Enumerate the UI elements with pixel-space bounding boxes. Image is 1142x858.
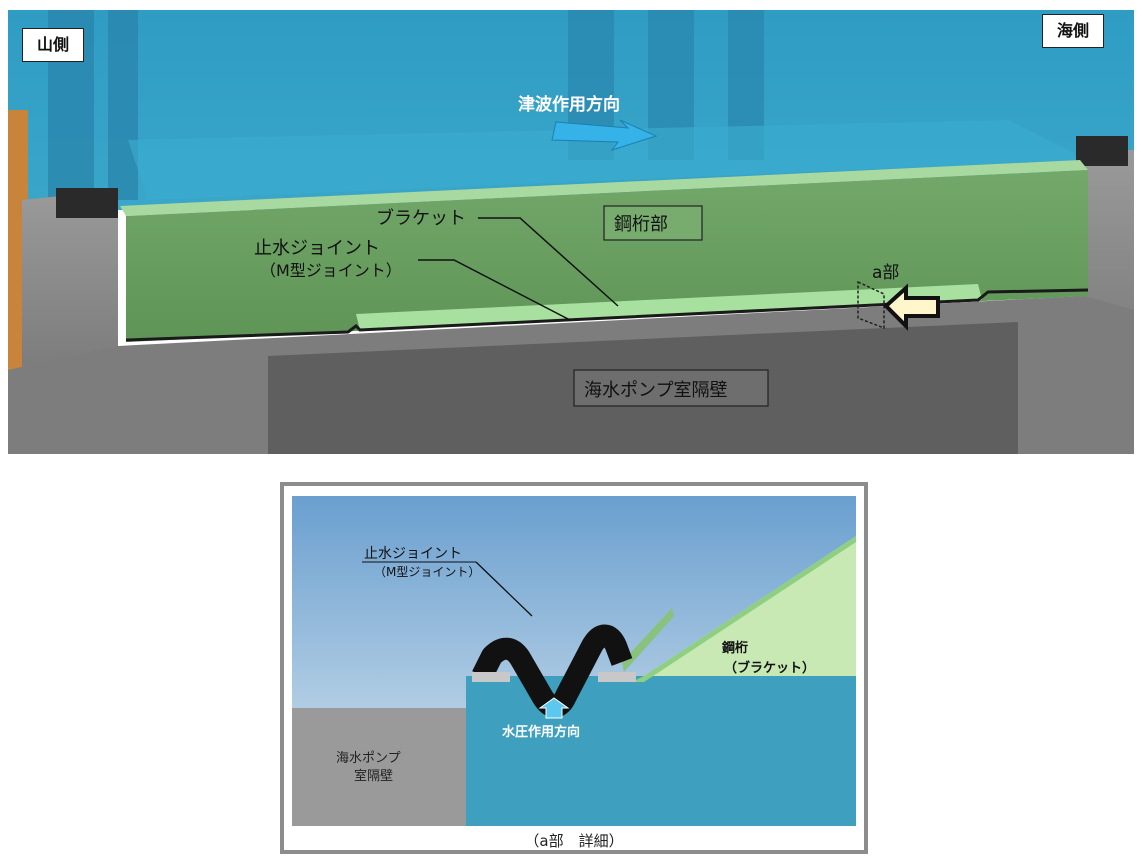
mountain-side-label: 山側 [22, 28, 85, 62]
base-plate [472, 672, 510, 682]
detail-joint-label-2: （M型ジョイント） [374, 565, 480, 579]
detail-girder-label-1: 鋼桁 [721, 640, 748, 656]
pump-wall-concrete [292, 708, 466, 826]
bracket-plate [622, 608, 674, 672]
bracket-leader-line [478, 217, 619, 307]
pillar [108, 10, 138, 200]
top-scene-illustration: 津波作用方向 鋼桁部 ブラケット 止水ジョイント （M型ジョイント） a部 海水… [8, 10, 1134, 454]
pressure-arrow-icon [538, 697, 570, 719]
detail-pressure-label: 水圧作用方向 [502, 724, 580, 740]
detail-caption: （a部 詳細） [524, 832, 624, 850]
part-a-arrow-icon [883, 283, 940, 331]
detail-joint-leader [475, 561, 533, 617]
detail-wall-label-2: 室隔壁 [354, 768, 393, 784]
bracket-strip [356, 284, 982, 330]
detail-scene-illustration: 止水ジョイント （M型ジョイント） 鋼桁 （ブラケット） 水圧作用方向 海水ポン… [292, 496, 856, 826]
tsunami-direction-label: 津波作用方向 [518, 94, 620, 115]
detail-wall-label-1: 海水ポンプ [336, 751, 401, 766]
bracket-label: ブラケット [376, 207, 466, 229]
part-a-label: a部 [872, 263, 899, 283]
steel-girder-top [120, 160, 1088, 216]
pump-wall-label: 海水ポンプ室隔壁 [584, 380, 727, 401]
joint-label-2: （M型ジョイント） [260, 261, 402, 280]
grating [1076, 136, 1128, 166]
joint-label-1: 止水ジョイント [254, 238, 380, 259]
steel-girder-label: 鋼桁部 [614, 214, 668, 235]
water-stop-joint [125, 288, 1089, 342]
water-ledge [128, 120, 1088, 200]
grating [56, 188, 118, 218]
tsunami-arrow-icon [551, 119, 658, 151]
joint-leader-line [418, 259, 571, 321]
sea-side-label: 海側 [1042, 14, 1105, 48]
detail-girder-label-2: （ブラケット） [724, 660, 815, 676]
part-a-marker [857, 280, 885, 330]
base-plate [598, 672, 636, 682]
detail-joint-label-1: 止水ジョイント [364, 546, 462, 562]
detail-frame: 止水ジョイント （M型ジョイント） 鋼桁 （ブラケット） 水圧作用方向 海水ポン… [280, 482, 868, 854]
water-body [466, 676, 856, 826]
